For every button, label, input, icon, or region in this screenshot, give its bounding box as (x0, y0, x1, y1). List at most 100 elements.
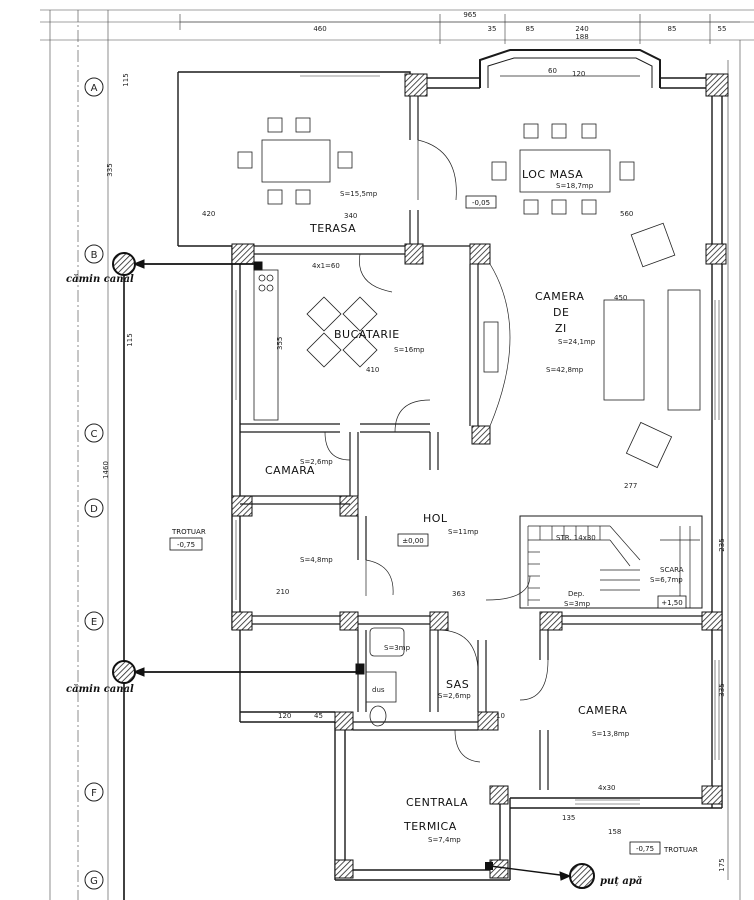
dim-bot-158: 158 (608, 828, 621, 836)
axis-grid (40, 9, 754, 900)
armchair-2 (625, 421, 673, 469)
interior-walls (240, 96, 703, 790)
axis-label-g: G (90, 876, 98, 887)
washbasin (369, 627, 405, 657)
area-centrala: S=7,4mp (428, 836, 461, 844)
axis-bubble-c: C (84, 423, 104, 443)
room-terasa: TERASA (309, 222, 356, 235)
level-terasa: -0,05 (472, 199, 490, 207)
level-stair-top: +1,50 (661, 599, 682, 607)
terrace-outer-line (178, 71, 411, 78)
top-dimension-chain: 965 460 35 240 188 85 85 55 (179, 11, 740, 44)
dim-right-175: 175 (718, 858, 726, 871)
room-centrala-1: CENTRALA (406, 796, 468, 809)
water-line (489, 865, 569, 877)
axis-bubble-b: B (84, 244, 104, 264)
water-well (569, 863, 595, 889)
side-cabinet (483, 321, 499, 373)
misc-annotations: STR. 14x30 4x30 4x1=60 cămin canal cămin… (66, 262, 642, 887)
area-hol: S=11mp (448, 528, 479, 536)
sewer-arrow-b (132, 259, 145, 269)
right-dimension-chain: 335 235 175 (718, 60, 729, 880)
canal-label-b: cămin canal (66, 274, 134, 285)
area-wc: S=3mp (384, 644, 411, 652)
dim-terasa-340: 340 (344, 212, 357, 220)
dim-hall-363: 363 (452, 590, 465, 598)
dim-kitchen-355: 355 (276, 337, 284, 350)
door-swings (324, 139, 549, 763)
door-sas (437, 629, 479, 669)
area-depozit: S=3mp (564, 600, 591, 608)
room-bucatarie: BUCATARIE (334, 328, 400, 341)
sewer-lines (123, 259, 572, 900)
dim-left-335: 335 (106, 163, 114, 176)
axis-bubble-f: F (84, 782, 104, 802)
canal-label-e: cămin canal (66, 684, 134, 695)
dim-left-115-top: 115 (122, 73, 130, 86)
dim-bot-120: 120 (278, 712, 291, 720)
dining-table (519, 149, 611, 193)
axis-label-d: D (90, 504, 98, 515)
door-centrala (454, 729, 481, 763)
toilet (369, 705, 387, 727)
axis-label-b: B (91, 250, 98, 261)
manholes (112, 252, 595, 889)
room-loc-masa: LOC MASA (522, 168, 583, 181)
armchair-1 (630, 222, 676, 268)
room-hol: HOL (423, 512, 448, 525)
label-trotuar-left: TROTUAR (171, 528, 206, 536)
dim-left-1460: 1460 (102, 461, 110, 479)
stairs-note: STR. 14x30 (556, 534, 596, 542)
interior-dimensions: 340 420 560 450 277 410 355 363 135 158 … (202, 67, 637, 836)
dim-terasa-420: 420 (202, 210, 215, 218)
axis-bubble-d: D (84, 498, 104, 518)
door-camera (519, 659, 549, 701)
axis-bubble-a: A (84, 77, 104, 97)
door-camara (324, 431, 351, 461)
sofa (667, 289, 701, 411)
dim-top-35: 35 (488, 25, 497, 33)
exterior-walls (177, 49, 723, 881)
dim-bot-210: 210 (276, 588, 289, 596)
area-camera-de-zi-1: S=24,1mp (558, 338, 596, 346)
dim-top-bay-sub: 188 (575, 33, 588, 41)
level-exterior-bottom: -0,75 (636, 845, 654, 853)
dim-left-115: 115 (126, 333, 134, 346)
axis-label-a: A (91, 83, 98, 94)
dim-bay-60: 60 (548, 67, 557, 75)
room-camera: CAMERA (578, 704, 627, 717)
area-bucatarie: S=16mp (394, 346, 425, 354)
axis-label-f: F (91, 788, 97, 799)
area-camara: S=2,6mp (300, 458, 333, 466)
axis-bubbles: A B C D E F G (84, 77, 104, 890)
dim-bot-10: 10 (496, 712, 505, 720)
level-hall: ±0,00 (402, 537, 423, 545)
door-dining-terrace (417, 139, 457, 201)
room-scara: SCARA (660, 566, 684, 574)
dim-living-450: 450 (614, 294, 627, 302)
dim-bot-45: 45 (314, 712, 323, 720)
room-centrala-2: TERMICA (403, 820, 457, 833)
room-labels: TERASA S=15,5mp LOC MASA S=18,7mp BUCATA… (265, 168, 684, 844)
canal-manhole-b (112, 252, 136, 276)
dim-dining-560: 560 (620, 210, 633, 218)
dim-bot-135: 135 (562, 814, 575, 822)
window-note: 4x30 (598, 784, 616, 792)
level-exterior-left: -0,75 (177, 541, 195, 549)
room-camera-de-zi-1: CAMERA (535, 290, 584, 303)
canal-manhole-e (112, 660, 136, 684)
room-dus: dus (372, 686, 385, 694)
axis-bubble-g: G (84, 870, 104, 890)
door-living-arc (489, 263, 511, 427)
dim-top-left: 460 (313, 25, 326, 33)
room-camera-de-zi-3: ZI (555, 322, 567, 335)
staircase (527, 525, 700, 608)
left-dimension-chain: 335 1460 115 115 (102, 73, 134, 479)
room-sas: SAS (446, 678, 469, 691)
door-kitchen-terrace (359, 253, 393, 293)
room-camara: CAMARA (265, 464, 315, 477)
dim-bay-120: 120 (572, 70, 585, 78)
windows (235, 75, 720, 805)
terrace-table (261, 139, 331, 183)
